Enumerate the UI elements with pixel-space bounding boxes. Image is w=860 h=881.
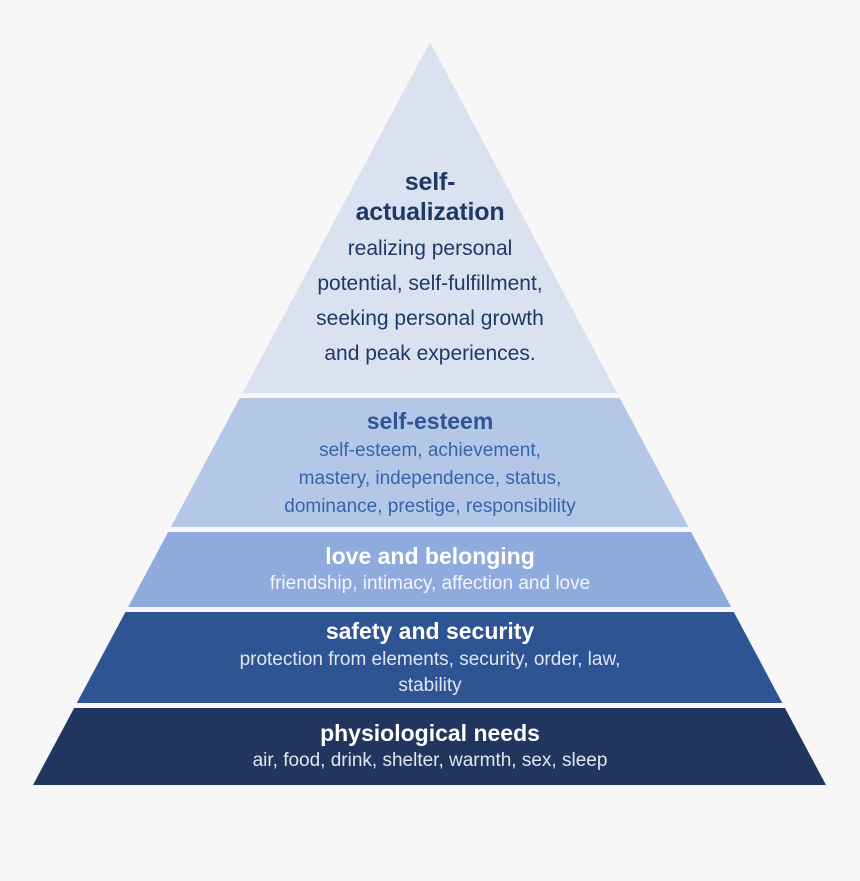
pyramid-band-love-and-belonging (33, 532, 826, 607)
pyramid-bands (33, 42, 826, 785)
pyramid-band-safety-and-security (33, 612, 826, 703)
pyramid-band-self-esteem (33, 398, 826, 527)
pyramid-band-self-actualization (33, 42, 826, 393)
pyramid-band-physiological-needs (33, 708, 826, 785)
